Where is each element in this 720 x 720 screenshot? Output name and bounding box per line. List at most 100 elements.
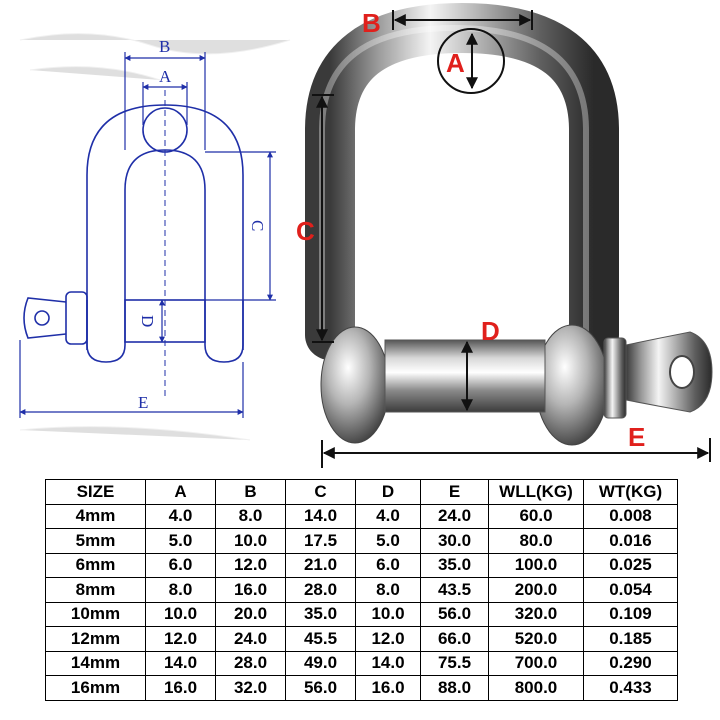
column-header: SIZE bbox=[45, 479, 146, 505]
shackle-left-ear bbox=[320, 326, 390, 444]
table-cell: 8mm bbox=[45, 577, 146, 603]
drawing-labels: B A C D E bbox=[138, 37, 267, 412]
table-cell: 56.0 bbox=[285, 675, 356, 701]
table-cell: 14.0 bbox=[145, 650, 216, 676]
table-cell: 12.0 bbox=[145, 626, 216, 652]
table-cell: 10.0 bbox=[355, 601, 421, 627]
photo-labels: B A C D E bbox=[296, 8, 645, 452]
table-cell: 4mm bbox=[45, 503, 146, 529]
table-cell: 14.0 bbox=[355, 650, 421, 676]
table-cell: 0.109 bbox=[583, 601, 678, 627]
table-cell: 66.0 bbox=[420, 626, 489, 652]
drawing-label-a: A bbox=[159, 67, 172, 86]
drawing-label-b: B bbox=[159, 37, 170, 56]
table-cell: 0.054 bbox=[583, 577, 678, 603]
table-cell: 56.0 bbox=[420, 601, 489, 627]
table-cell: 5.0 bbox=[145, 528, 216, 554]
table-cell: 8.0 bbox=[145, 577, 216, 603]
table-cell: 0.008 bbox=[583, 503, 678, 529]
table-cell: 88.0 bbox=[420, 675, 489, 701]
table-cell: 6.0 bbox=[145, 552, 216, 578]
photo-dimensions bbox=[312, 10, 711, 468]
column-header: A bbox=[145, 479, 216, 505]
drawing-label-e: E bbox=[138, 393, 148, 412]
table-cell: 200.0 bbox=[488, 577, 584, 603]
table-cell: 12mm bbox=[45, 626, 146, 652]
shackle-figure: B A C D E B A C bbox=[19, 2, 713, 468]
table-cell: 28.0 bbox=[215, 650, 286, 676]
table-cell: 320.0 bbox=[488, 601, 584, 627]
table-cell: 4.0 bbox=[355, 503, 421, 529]
technical-drawing bbox=[23, 90, 244, 400]
table-cell: 35.0 bbox=[420, 552, 489, 578]
background-texture bbox=[19, 33, 291, 441]
table-cell: 8.0 bbox=[215, 503, 286, 529]
table-cell: 24.0 bbox=[420, 503, 489, 529]
column-header: WLL(KG) bbox=[488, 479, 584, 505]
column-header: WT(KG) bbox=[583, 479, 678, 505]
table-cell: 6mm bbox=[45, 552, 146, 578]
table-cell: 28.0 bbox=[285, 577, 356, 603]
photo-label-d: D bbox=[481, 316, 500, 346]
table-cell: 0.185 bbox=[583, 626, 678, 652]
table-cell: 12.0 bbox=[215, 552, 286, 578]
table-cell: 49.0 bbox=[285, 650, 356, 676]
table-cell: 45.5 bbox=[285, 626, 356, 652]
photo-label-a: A bbox=[446, 48, 465, 78]
table-cell: 0.025 bbox=[583, 552, 678, 578]
drawing-dimensions bbox=[19, 52, 276, 418]
table-cell: 16.0 bbox=[145, 675, 216, 701]
table-cell: 10mm bbox=[45, 601, 146, 627]
shackle-photo bbox=[305, 2, 713, 446]
table-cell: 14mm bbox=[45, 650, 146, 676]
table-cell: 6.0 bbox=[355, 552, 421, 578]
table-cell: 21.0 bbox=[285, 552, 356, 578]
table-cell: 17.5 bbox=[285, 528, 356, 554]
column-header: B bbox=[215, 479, 286, 505]
table-cell: 16.0 bbox=[215, 577, 286, 603]
table-cell: 0.433 bbox=[583, 675, 678, 701]
table-cell: 0.016 bbox=[583, 528, 678, 554]
column-header: D bbox=[355, 479, 421, 505]
shackle-pin bbox=[384, 339, 546, 413]
table-cell: 5.0 bbox=[355, 528, 421, 554]
table-cell: 520.0 bbox=[488, 626, 584, 652]
drawing-label-c: C bbox=[248, 220, 267, 231]
table-cell: 14.0 bbox=[285, 503, 356, 529]
table-cell: 12.0 bbox=[355, 626, 421, 652]
photo-label-e: E bbox=[628, 422, 645, 452]
table-cell: 80.0 bbox=[488, 528, 584, 554]
table-cell: 5mm bbox=[45, 528, 146, 554]
column-header: C bbox=[285, 479, 356, 505]
table-cell: 8.0 bbox=[355, 577, 421, 603]
table-cell: 16mm bbox=[45, 675, 146, 701]
table-cell: 0.290 bbox=[583, 650, 678, 676]
table-cell: 10.0 bbox=[145, 601, 216, 627]
table-cell: 100.0 bbox=[488, 552, 584, 578]
table-cell: 16.0 bbox=[355, 675, 421, 701]
photo-label-b: B bbox=[362, 8, 381, 38]
table-cell: 700.0 bbox=[488, 650, 584, 676]
table-cell: 10.0 bbox=[215, 528, 286, 554]
table-cell: 20.0 bbox=[215, 601, 286, 627]
shackle-bow bbox=[305, 2, 619, 360]
table-cell: 75.5 bbox=[420, 650, 489, 676]
shackle-right-ear bbox=[535, 324, 609, 446]
table-cell: 32.0 bbox=[215, 675, 286, 701]
table-cell: 4.0 bbox=[145, 503, 216, 529]
drawing-label-d: D bbox=[138, 315, 157, 327]
photo-label-c: C bbox=[296, 216, 315, 246]
table-cell: 24.0 bbox=[215, 626, 286, 652]
column-header: E bbox=[420, 479, 489, 505]
table-cell: 60.0 bbox=[488, 503, 584, 529]
